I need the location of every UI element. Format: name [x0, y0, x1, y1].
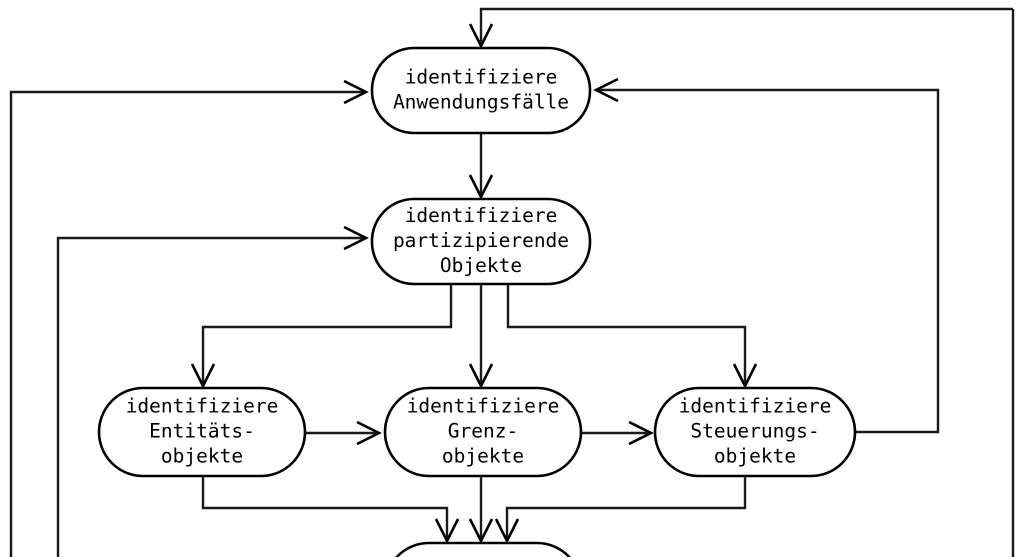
identifiziere-partizipierende-objekte-label-line-0: identifiziere — [405, 204, 558, 227]
edge-left-loop-into-participating — [56, 236, 364, 557]
edge-control-back-to-usecases — [598, 88, 940, 434]
arrowhead-into-usecases-left — [343, 79, 369, 105]
identifiziere-steuerungsobjekte-shape — [653, 386, 857, 478]
arrowhead-boundary-to-control — [628, 420, 654, 446]
arrowhead-into-usecases-top — [468, 23, 494, 49]
nodes-layer: identifiziereAnwendungsfälleidentifizier… — [97, 46, 857, 557]
arrowhead-into-usecases-right — [593, 77, 619, 103]
identifiziere-steuerungsobjekte-label-line-1: Steuerungs- — [690, 420, 819, 443]
arrowhead-into-bottom-middle — [468, 518, 494, 544]
edge-control-to-bottom — [505, 476, 747, 539]
arrowhead-into-participating-left — [343, 225, 369, 251]
identifiziere-steuerungsobjekte-label-line-2: objekte — [714, 445, 796, 468]
arrowhead-entity-to-boundary — [356, 420, 382, 446]
identifiziere-anwendungsfaelle-label-line-0: identifiziere — [405, 66, 558, 89]
edge-left-loop-into-usecases — [9, 90, 364, 557]
identifiziere-grenzobjekte-label-line-1: Grenz- — [448, 420, 518, 443]
bottom-node-clipped-shape — [395, 541, 571, 557]
edges-layer — [9, 7, 1015, 557]
identifiziere-entitaetsobjekte-label-line-2: objekte — [161, 445, 243, 468]
identifiziere-partizipierende-objekte-label-line-2: Objekte — [440, 254, 522, 277]
identifiziere-anwendungsfaelle-label-line-1: Anwendungsfälle — [393, 91, 569, 114]
identifiziere-grenzobjekte-shape — [383, 386, 583, 478]
identifiziere-entitaetsobjekte-label-line-1: Entitäts- — [149, 420, 255, 443]
identifiziere-steuerungsobjekte-label-line-0: identifiziere — [679, 395, 832, 418]
arrowhead-into-participating-top — [468, 174, 494, 200]
arrowhead-into-entity-top — [190, 363, 216, 389]
identifiziere-entitaetsobjekte-shape — [97, 386, 307, 478]
edge-participating-to-control — [506, 284, 747, 384]
identifiziere-entitaetsobjekte-label-line-0: identifiziere — [126, 395, 279, 418]
identifiziere-grenzobjekte-label-line-0: identifiziere — [407, 395, 560, 418]
arrowhead-into-boundary-top — [468, 363, 494, 389]
identifiziere-grenzobjekte-label-line-2: objekte — [442, 445, 524, 468]
arrowheads-layer — [190, 23, 758, 544]
edge-participating-to-entity — [201, 284, 453, 384]
arrowhead-into-bottom-right — [494, 518, 520, 544]
arrowhead-into-bottom-left — [434, 518, 460, 544]
edge-top-loop-into-usecases — [479, 7, 1013, 44]
edge-entity-to-bottom — [201, 476, 449, 539]
arrowhead-into-control-top — [732, 363, 758, 389]
node-bottom-node-clipped[interactable] — [385, 541, 581, 557]
identifiziere-partizipierende-objekte-label-line-1: partizipierende — [393, 229, 569, 252]
